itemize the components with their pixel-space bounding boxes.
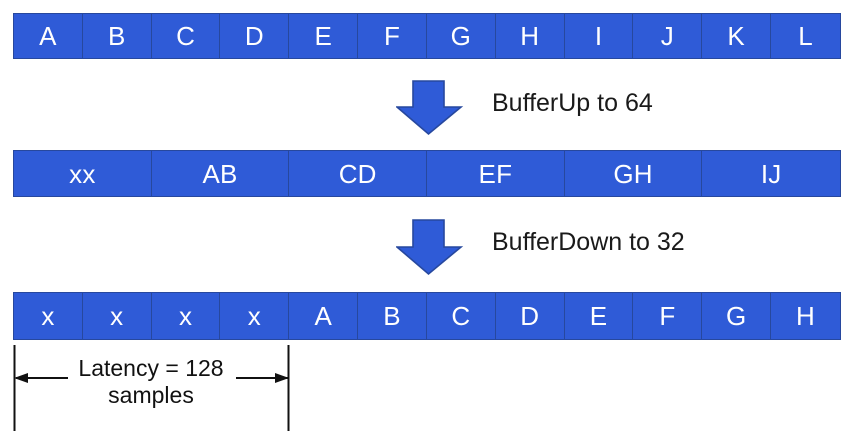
cell-a: A (14, 14, 83, 58)
cell-out-f: F (633, 293, 703, 339)
down-arrow-icon (396, 80, 464, 136)
bufferdown-arrow-group: BufferDown to 32 (396, 219, 836, 276)
cell-f: F (358, 14, 427, 58)
bufferup-label: BufferUp to 64 (492, 89, 653, 117)
cell-x-4: x (220, 293, 290, 339)
cell-out-b: B (358, 293, 427, 339)
latency-annotation: Latency = 128 samples (0, 343, 320, 434)
cell-gh: GH (564, 151, 703, 196)
cell-ef: EF (427, 151, 565, 196)
cell-out-e: E (564, 293, 634, 339)
latency-label: Latency = 128 samples (22, 355, 280, 409)
down-arrow-icon (396, 219, 464, 276)
cell-x-2: x (82, 293, 152, 339)
bufferdown-row: x x x x A B C D E F G H (13, 292, 841, 340)
cell-out-g: G (702, 293, 772, 339)
cell-e: E (289, 14, 359, 58)
cell-ab: AB (151, 151, 290, 196)
cell-d: D (220, 14, 290, 58)
cell-b: B (82, 14, 152, 58)
latency-label-line2: samples (108, 382, 194, 408)
cell-x-3: x (151, 293, 221, 339)
latency-dimension-icon (13, 345, 290, 431)
cell-out-a: A (289, 293, 359, 339)
cell-j: J (633, 14, 703, 58)
bufferdown-label: BufferDown to 32 (492, 228, 685, 256)
cell-g: G (426, 14, 496, 58)
cell-h: H (495, 14, 565, 58)
cell-i: I (564, 14, 634, 58)
latency-label-line1: Latency = 128 (78, 355, 224, 381)
cell-out-d: D (495, 293, 565, 339)
cell-ij: IJ (702, 151, 841, 196)
cell-out-h: H (771, 293, 840, 339)
cell-c: C (151, 14, 221, 58)
cell-l: L (771, 14, 840, 58)
cell-k: K (702, 14, 772, 58)
cell-x-1: x (14, 293, 83, 339)
bufferup-row: xx AB CD EF GH IJ (13, 150, 841, 197)
cell-out-c: C (426, 293, 496, 339)
input-stream-row: A B C D E F G H I J K L (13, 13, 841, 59)
cell-cd: CD (289, 151, 428, 196)
bufferup-arrow-group: BufferUp to 64 (396, 80, 816, 136)
cell-xx: xx (14, 151, 152, 196)
